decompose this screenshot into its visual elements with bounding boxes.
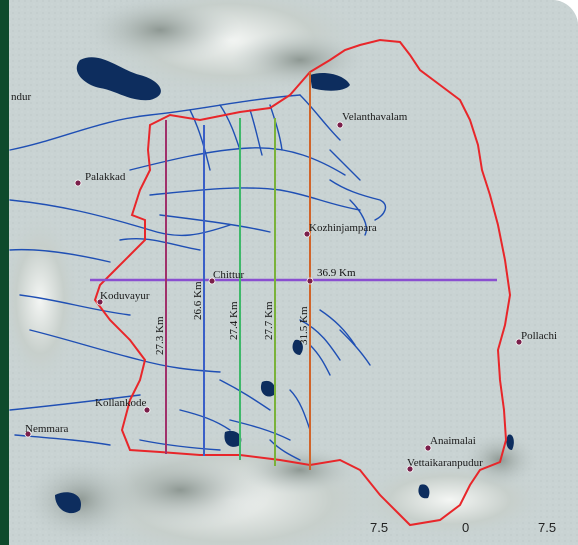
scale-label-zero: 0 [462, 520, 469, 535]
town-marker-palakkad [74, 179, 82, 187]
label-chittur: Chittur [213, 269, 245, 281]
town-marker-pollachi [515, 338, 523, 346]
hill-shading [9, 0, 550, 545]
river-network [9, 94, 387, 461]
horizontal-distance-label: 36.9 Km [317, 267, 356, 279]
vertical-distance-label-1: 27.3 Km [154, 316, 166, 355]
scale-label-left: 7.5 [370, 520, 388, 535]
vertical-distance-label-3: 27.4 Km [228, 301, 240, 340]
vertical-distance-label-5: 31.5 Km [298, 306, 310, 345]
label-velanthavalam: Velanthavalam [342, 111, 408, 123]
label-anaimalai: Anaimalai [430, 435, 476, 447]
label-edge-town: ndur [11, 91, 32, 103]
scale-bar: 7.5 0 7.5 [370, 520, 556, 535]
town-marker-chittur [208, 277, 216, 285]
water-bodies [55, 57, 514, 514]
label-nemmara: Nemmara [25, 423, 68, 435]
map-panel: Velanthavalam Palakkad Kozhinjampara Chi… [9, 0, 578, 545]
town-marker-anaimalai [424, 444, 432, 452]
town-marker-kollankode [143, 406, 151, 414]
town-markers [24, 121, 523, 473]
town-marker-vettaikaranpudur [406, 465, 414, 473]
town-marker-kozhinjampara [303, 230, 311, 238]
scale-label-right: 7.5 [538, 520, 556, 535]
label-koduvayur: Koduvayur [100, 290, 150, 302]
town-marker-junction [306, 277, 314, 285]
left-color-bar [0, 0, 9, 545]
vertical-distance-label-2: 26.6 Km [192, 281, 204, 320]
vertical-distance-label-4: 27.7 Km [263, 301, 275, 340]
town-marker-velanthavalam [336, 121, 344, 129]
town-marker-nemmara [24, 430, 32, 438]
label-vettaikaranpudur: Vettaikaranpudur [407, 457, 483, 469]
town-marker-koduvayur [96, 298, 104, 306]
study-area-boundary [93, 38, 512, 527]
label-palakkad: Palakkad [85, 171, 126, 183]
map-canvas: Velanthavalam Palakkad Kozhinjampara Chi… [9, 0, 578, 545]
distance-labels: 36.9 Km 27.3 Km 26.6 Km 27.4 Km 27.7 Km … [154, 267, 356, 355]
label-kozhinjampara: Kozhinjampara [309, 222, 377, 234]
label-pollachi: Pollachi [521, 330, 557, 342]
label-kollankode: Kollankode [95, 397, 146, 409]
place-labels: Velanthavalam Palakkad Kozhinjampara Chi… [11, 91, 557, 469]
